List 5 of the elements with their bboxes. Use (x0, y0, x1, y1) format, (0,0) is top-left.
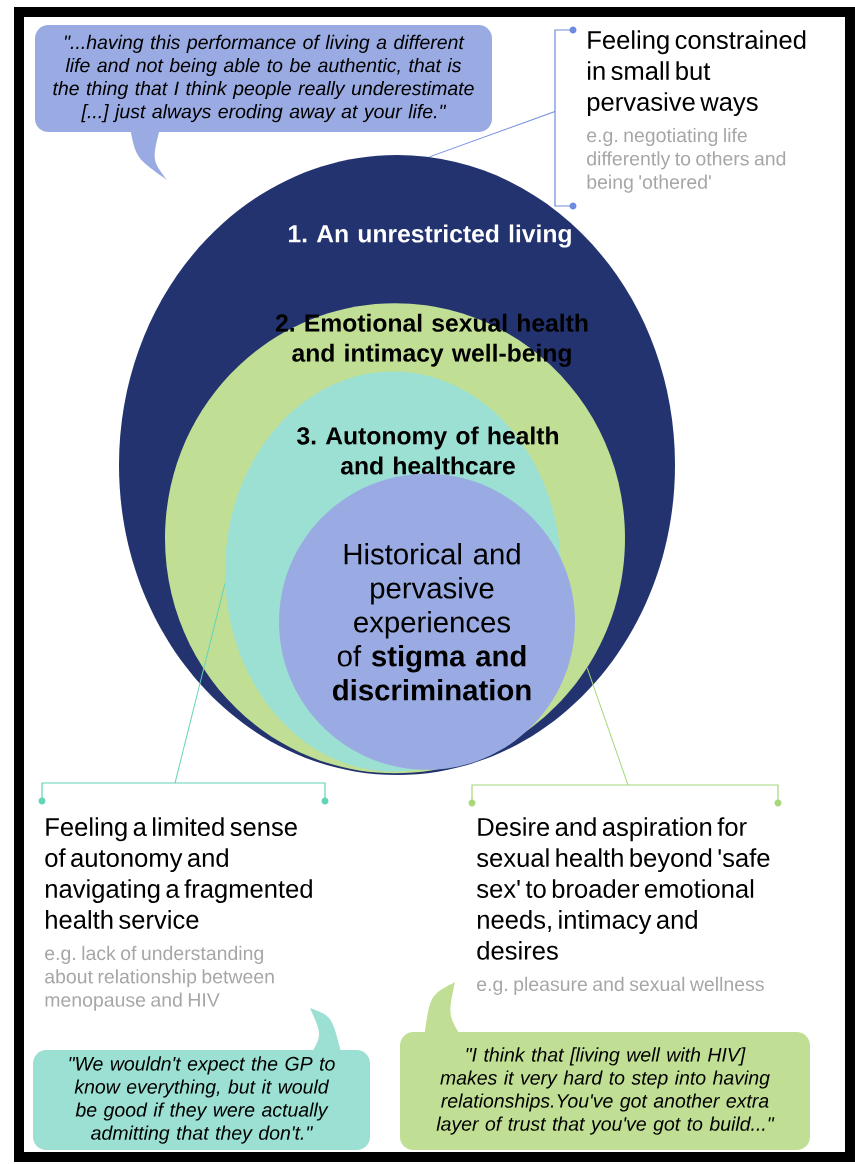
leader-line (428, 111, 556, 158)
speech-bubble: "...having this performance of living a different life and not being able to be authentic, that is the thing that I think people really underestimate [...] just always eroding away at your life." (35, 25, 492, 180)
leader-line (586, 667, 629, 786)
theme-text: Feeling a limited sense of autonomy and navigating a fragmented health service e.g. lack of understanding about relationship between menopause and HIV (45, 817, 312, 1011)
leader-line (174, 582, 226, 784)
